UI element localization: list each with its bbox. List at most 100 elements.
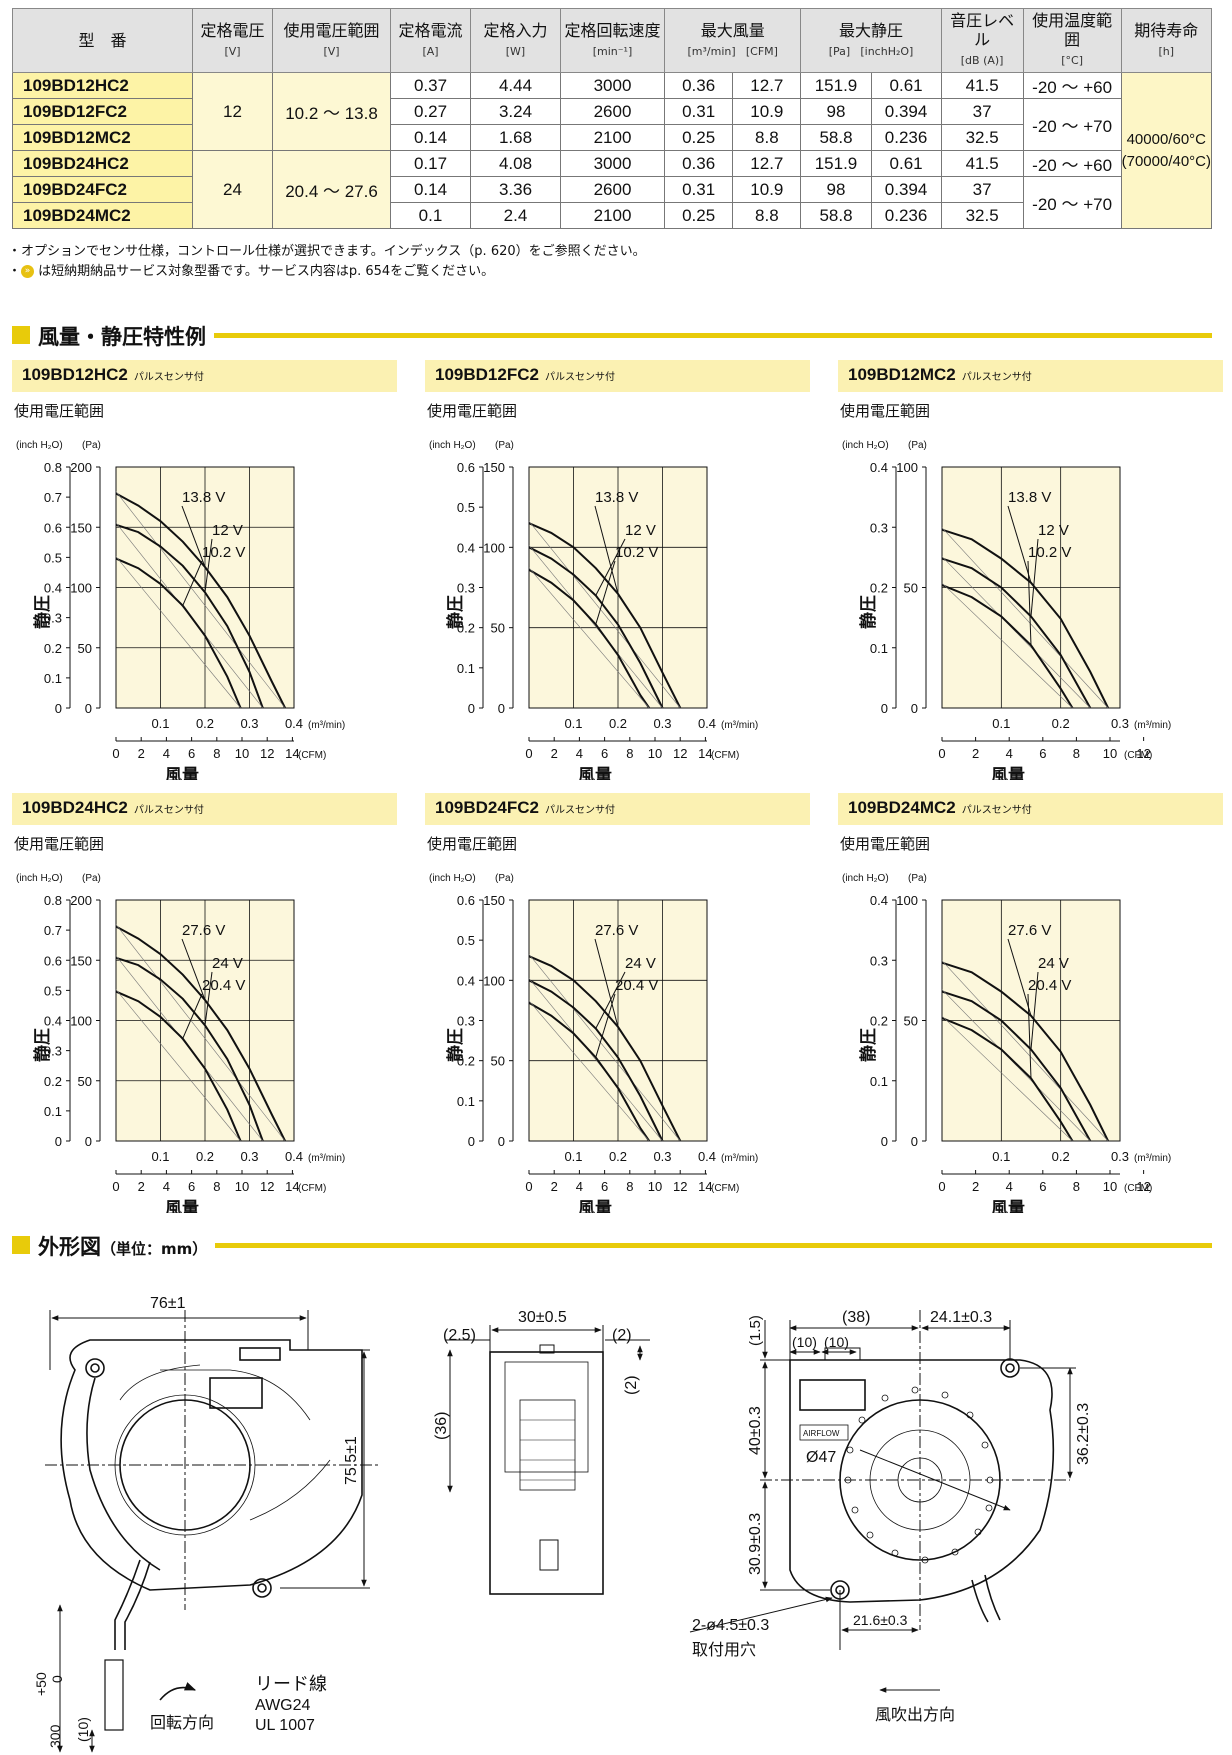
y-tick-inch: 0.1 [457,1094,475,1109]
series-label: 20.4 V [1028,977,1071,994]
model-cell: 109BD24MC2 [12,202,193,229]
y-tick-pa: 50 [78,641,92,656]
x-tick-cfm: 10 [648,1179,662,1194]
table-row: 109BD12HC2 12 10.2 〜 13.8 0.37 4.44 3000… [12,72,1213,229]
speed-cell: 2600 [560,98,665,125]
series-leader [1027,560,1032,646]
y-tick-inch: 0.2 [44,1074,62,1089]
y-tick-inch: 0.3 [44,611,62,626]
y-tick-inch: 0.5 [457,933,475,948]
life-cell: 40000/60°C(70000/40°C) [1120,72,1213,229]
series-leader [1030,538,1039,617]
input-cell: 3.36 [470,176,561,203]
x-tick-cfm: 8 [626,1179,633,1194]
quick-delivery-icon: » [21,265,35,278]
side-view [489,1344,604,1595]
y-tick-inch: 0.3 [870,520,888,535]
rotation-label: 回転方向 [150,1714,214,1732]
series-leader [181,938,206,1001]
current-cell: 0.14 [390,176,471,203]
y-unit-inch: (inch H₂O) [842,873,889,884]
sensor-tag: パルスセンサ付 [544,372,615,383]
series-leader [595,993,616,1058]
y-tick-inch: 0.4 [44,581,62,596]
section-curves-heading: 風量・静圧特性例 [12,320,1212,351]
y-tick-inch: 0.8 [44,893,62,908]
x-tick-cfm: 0 [938,1179,945,1194]
x-tick-cfm: 4 [1006,1179,1013,1194]
load-line [528,978,663,1142]
x-tick-cfm: 12 [673,746,687,761]
flow-cfm-cell: 12.7 [732,150,802,177]
x-unit-m3: (m³/min) [308,1153,345,1164]
pressure-inch-cell: 0.236 [870,202,942,229]
y-tick-inch: 0.3 [44,1044,62,1059]
series-leader [1027,993,1032,1079]
model-name: 109BD24MC2 [848,798,956,817]
x-tick-m3: 0.2 [196,716,214,731]
x-tick-m3: 0.2 [609,1149,627,1164]
x-tick-m3: 0.2 [1052,716,1070,731]
y-tick-pa: 50 [904,581,918,596]
section-title: 外形図（単位：mm） [38,1231,216,1261]
series-leader [595,560,616,625]
y-tick-pa: 150 [70,953,92,968]
pressure-inch-cell: 0.61 [870,72,942,99]
range-label: 使用電圧範囲 [840,836,931,853]
y-tick-pa: 50 [904,1014,918,1029]
chart-svg: 05010015020000.10.20.30.40.50.60.70.8(in… [16,440,345,780]
series-line [528,522,682,709]
y-tick-pa: 0 [911,701,918,716]
series-line [528,568,651,709]
note-service: ・» は短納期納品サービス対象型番です。サービス内容はp. 654をご覧ください… [8,264,495,279]
series-label: 27.6 V [182,922,225,939]
x-tick-cfm: 0 [938,746,945,761]
x-tick-m3: 0.2 [1052,1149,1070,1164]
y-tick-pa: 100 [483,540,505,555]
airflow-tag: AIRFLOW [803,1429,840,1438]
noise-cell: 37 [940,98,1024,125]
x-tick-m3: 0.4 [698,1149,716,1164]
x-tick-cfm: 2 [138,746,145,761]
series-line [115,557,242,709]
series-label: 10.2 V [1028,544,1071,561]
y-tick-pa: 200 [70,460,92,475]
x-unit-m3: (m³/min) [721,1153,758,1164]
noise-cell: 41.5 [940,150,1024,177]
series-label: 12 V [212,522,243,539]
y-tick-inch: 0.1 [870,641,888,656]
load-line [528,521,681,709]
y-tick-inch: 0.2 [457,1054,475,1069]
current-cell: 0.14 [390,124,471,151]
load-line [941,527,1109,709]
x-tick-cfm: 2 [972,1179,979,1194]
flow-m3-cell: 0.25 [663,124,734,151]
pressure-pa-cell: 98 [800,176,872,203]
x-unit-cfm: (CFM) [711,1183,739,1194]
pressure-pa-cell: 58.8 [800,202,872,229]
series-label: 13.8 V [595,489,638,506]
x-tick-cfm: 10 [648,746,662,761]
current-cell: 0.27 [390,98,471,125]
series-label: 13.8 V [1008,489,1051,506]
y-tick-inch: 0.3 [870,953,888,968]
series-leader [182,993,203,1039]
y-tick-pa: 0 [85,701,92,716]
col-model: 型 番 [12,8,193,73]
load-line [528,545,663,709]
x-tick-cfm: 0 [525,1179,532,1194]
y-tick-inch: 0 [881,701,888,716]
col-max-pressure: 最大静圧[Pa] [inchH₂O] [800,8,942,73]
x-unit-cfm: (CFM) [1124,750,1152,761]
x-tick-m3: 0.3 [240,1149,258,1164]
temp-cell: -20 〜 +70 [1022,98,1122,151]
y-unit-inch: (inch H₂O) [842,440,889,451]
